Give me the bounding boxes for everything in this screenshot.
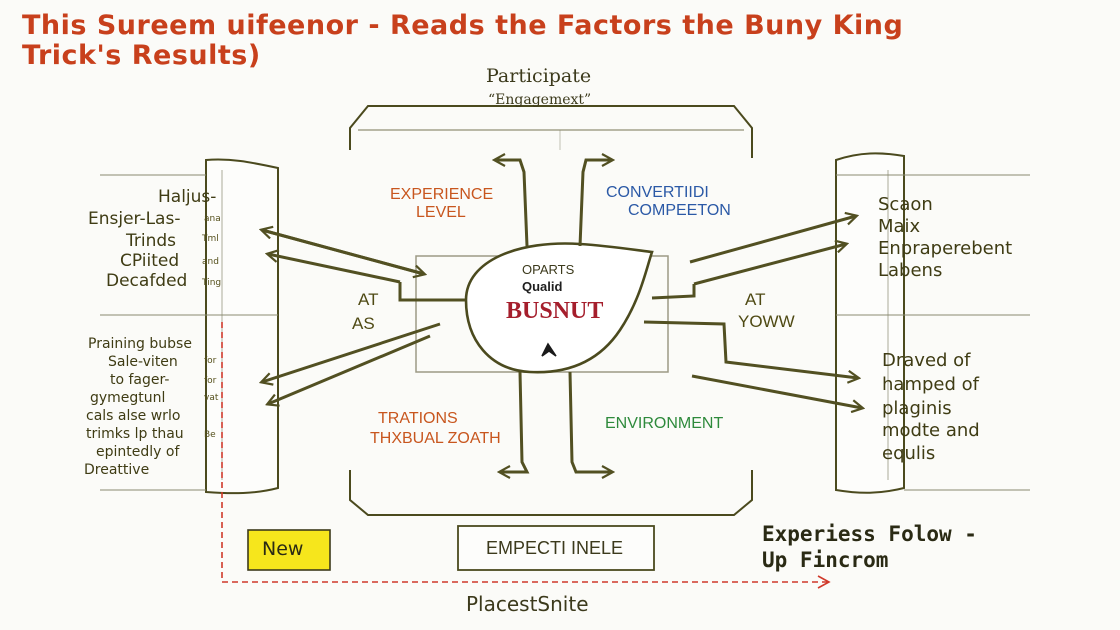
left-bottom-note-1: for — [204, 356, 217, 366]
right-bottom-line-5: equlis — [882, 443, 936, 464]
left-bottom-note-3: vat — [204, 393, 219, 403]
mid-right-line2: YOWW — [738, 312, 795, 331]
quadrant-experience-line1: EXPERIENCE — [390, 186, 494, 203]
center-small-2: Qualid — [522, 279, 563, 294]
left-panel — [205, 158, 279, 495]
follow-up-line-1: Experiess Folow - — [762, 522, 977, 546]
left-bottom-line-6: trimks lp thau — [86, 426, 184, 442]
left-bottom-line-4: gymegtunl — [90, 390, 166, 406]
quadrant-convert-line2: COMPEETON — [628, 202, 731, 219]
right-bottom-line-1: Draved of — [882, 350, 971, 371]
left-top-line-1: Haljus- — [158, 187, 217, 207]
left-top-line-3: Trinds — [126, 231, 177, 251]
mid-left-line2: AS — [352, 314, 375, 333]
left-bottom-line-1: Praining bubse — [88, 336, 192, 352]
left-bottom-note-2: for — [204, 376, 217, 386]
left-bottom-line-7: epintedly of — [96, 444, 180, 460]
title-line-1: This Sureem uifeenor - Reads the Factors… — [22, 10, 904, 41]
left-bottom-line-3: to fager- — [110, 372, 170, 388]
left-top-line-5: Decafded — [106, 271, 188, 291]
cursor-icon — [541, 342, 557, 357]
quadrant-trations-line2: THXBUAL ZOATH — [370, 430, 501, 447]
quadrant-environment: ENVIRONMENT — [605, 415, 724, 432]
mid-left-line1: AT — [358, 290, 379, 309]
right-top-line-2: Maix — [878, 216, 921, 237]
title-line-2: Trick's Results) — [22, 40, 261, 71]
right-top-line-4: Labens — [878, 260, 943, 281]
left-top-note-4: Ting — [202, 278, 222, 288]
empecti-box — [457, 525, 655, 571]
right-bottom-line-3: plaginis — [882, 398, 952, 419]
quadrant-experience-line2: LEVEL — [416, 204, 466, 221]
dashed-flow-line — [221, 322, 831, 589]
left-bottom-note-4: Be — [204, 430, 216, 440]
left-top-note-2: Tml — [202, 234, 219, 244]
empecti-label: EMPECTI INELE — [486, 538, 624, 558]
left-bottom-line-2: Sale-viten — [108, 354, 178, 370]
left-top-note-1: ana — [204, 214, 221, 224]
left-bottom-line-5: cals alse wrlo — [86, 408, 181, 424]
right-top-line-1: Scaon — [878, 194, 933, 215]
quadrant-trations-line1: TRATIONS — [378, 410, 458, 427]
follow-up-line-2: Up Fincrom — [762, 548, 889, 572]
right-bottom-line-4: modte and — [882, 420, 980, 441]
bottom-bracket — [349, 470, 753, 516]
left-top-line-2: Ensjer-Las- — [88, 209, 181, 229]
top-label-participate: Participate — [486, 65, 592, 87]
center-leaf — [464, 242, 654, 374]
right-top-line-3: Enpraperebent — [878, 238, 1013, 259]
right-bottom-line-2: hamped of — [882, 374, 979, 395]
center-small-1: OPARTS — [522, 262, 575, 277]
top-label-engagement: “Engagemext” — [488, 92, 592, 108]
footer-label: PlacestSnite — [466, 592, 589, 616]
mid-right-line1: AT — [745, 290, 766, 309]
new-badge: New — [262, 538, 304, 560]
top-bracket — [349, 105, 753, 158]
center-main-label: BUSNUT — [506, 298, 604, 324]
left-top-note-3: and — [202, 257, 219, 267]
left-bottom-line-8: Dreattive — [84, 462, 150, 478]
left-top-line-4: CPiited — [120, 251, 180, 271]
new-badge-box — [247, 529, 331, 571]
quadrant-convert-line1: CONVERTIIDI — [606, 184, 709, 201]
